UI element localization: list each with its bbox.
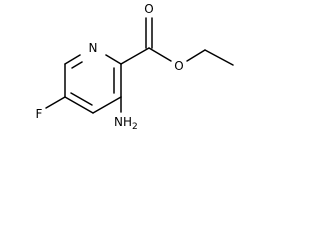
bond-c6-n1-inner (71, 61, 83, 69)
bond-c6-n1 (64, 54, 81, 65)
fluorine-label: F (36, 107, 43, 121)
bond-c3-c4 (92, 96, 122, 114)
ester-oxygen-label: O (174, 59, 183, 73)
bond-c4-c5-inner (70, 92, 93, 106)
bond-c4-c5 (64, 96, 94, 114)
bond-c2-carbonyl (120, 47, 150, 65)
carbonyl-oxygen-label: O (144, 2, 153, 16)
structure-diagram: N O O F NH2 (0, 0, 254, 140)
amino-label-subscript: 2 (132, 122, 138, 132)
bond-c5-fluorine (45, 96, 66, 109)
ring-nitrogen-label: N (89, 41, 98, 55)
pyridine-ring (64, 54, 122, 114)
bond-n1-c2 (105, 54, 122, 65)
amino-label-main: NH (114, 115, 132, 129)
amino-label: NH2 (114, 115, 138, 132)
ester-group (145, 17, 234, 66)
bond-ester-oxygen-ch2 (186, 49, 206, 62)
bond-ch2-ch3 (204, 49, 234, 66)
bond-carbonyl-ester-oxygen (148, 47, 172, 62)
molecule-structure: N O O F NH2 (36, 2, 234, 132)
